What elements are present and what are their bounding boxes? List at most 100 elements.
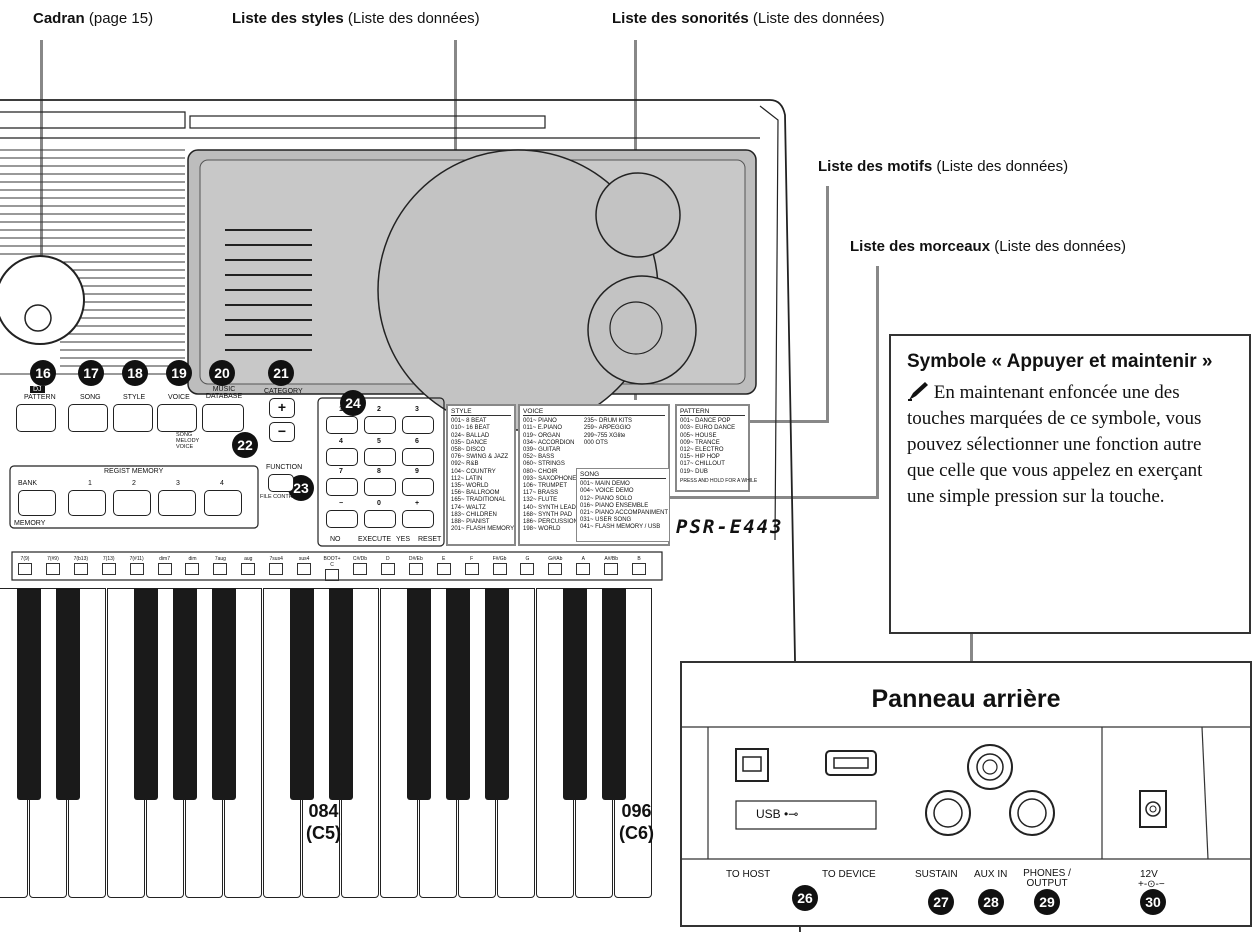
- keypad-button[interactable]: [364, 510, 396, 528]
- keypad-button[interactable]: [402, 478, 434, 496]
- rear-panel: Panneau arrière USB •⊸ TO HOST TO DEVICE…: [680, 661, 1252, 927]
- badge-24: 24: [340, 390, 366, 416]
- category-minus-button[interactable]: −: [269, 422, 295, 442]
- black-key[interactable]: [173, 588, 197, 800]
- list-item: 012~ PIANO SOLO: [580, 495, 633, 502]
- black-key[interactable]: [17, 588, 41, 800]
- keypad-button[interactable]: [402, 416, 434, 434]
- list-item: 186~ PERCUSSION: [523, 519, 578, 526]
- chord-fingering-icon: [548, 563, 563, 575]
- chord-fingering-icon: [241, 563, 256, 575]
- chord-cell: C#/Db: [351, 556, 369, 578]
- black-key[interactable]: [446, 588, 470, 800]
- black-key[interactable]: [212, 588, 236, 800]
- chord-label: sus4: [298, 556, 310, 562]
- keypad-label: 7: [339, 468, 343, 475]
- chord-fingering-icon: [213, 563, 228, 575]
- list-item: 060~ STRINGS: [523, 461, 565, 468]
- voice-button[interactable]: [157, 404, 197, 432]
- chord-label: A#/Bb: [604, 556, 618, 562]
- chord-fingering-icon: [576, 563, 591, 575]
- chord-cell: D#/Eb: [407, 556, 425, 578]
- reg-3-button[interactable]: [158, 490, 196, 516]
- list-item: 052~ BASS: [523, 454, 555, 461]
- power-label: 12V: [1140, 869, 1158, 880]
- chord-label: A: [581, 556, 585, 562]
- dj-label: DJ: [30, 386, 45, 393]
- chord-cell: B: [630, 556, 648, 578]
- chord-label: 7(b13): [73, 556, 89, 562]
- list-item: 024~ BALLAD: [451, 432, 490, 439]
- leader-rear: [970, 634, 973, 662]
- press-hold-note: PRESS AND HOLD FOR A WHILE: [680, 477, 758, 484]
- chord-cell: D: [379, 556, 397, 578]
- voice-list-header: VOICE: [523, 408, 665, 417]
- list-item: 035~ DANCE: [451, 439, 488, 446]
- function-label: FUNCTION: [266, 464, 303, 471]
- chord-cell: 7(b13): [72, 556, 90, 578]
- keypad-button[interactable]: [326, 478, 358, 496]
- function-button[interactable]: [268, 474, 294, 492]
- keypad-button[interactable]: [326, 416, 358, 434]
- keypad-button[interactable]: [364, 448, 396, 466]
- rear-panel-drawing: [682, 726, 1250, 860]
- black-key[interactable]: [56, 588, 80, 800]
- callout-cadran: Cadran (page 15): [33, 10, 154, 27]
- voice-label: VOICE: [168, 394, 190, 401]
- chord-fingering-icon: [325, 569, 340, 581]
- list-item: 003~ EURO DANCE: [680, 425, 736, 432]
- chord-fingering-icon: [492, 563, 507, 575]
- chord-fingering-icon: [352, 563, 367, 575]
- music-database-button[interactable]: [202, 404, 244, 432]
- reg-4-button[interactable]: [204, 490, 242, 516]
- list-item: 135~ WORLD: [451, 483, 489, 490]
- list-item: 017~ CHILLOUT: [680, 461, 725, 468]
- chord-cell: F: [463, 556, 481, 578]
- list-item: 198~ WORLD: [523, 526, 561, 533]
- black-key[interactable]: [407, 588, 431, 800]
- usb-icon: •⊸: [784, 807, 799, 821]
- reg-2-button[interactable]: [113, 490, 151, 516]
- reg-1-button[interactable]: [68, 490, 106, 516]
- keypad-button[interactable]: [364, 416, 396, 434]
- pattern-button[interactable]: [16, 404, 56, 432]
- to-device-label: TO DEVICE: [822, 869, 876, 880]
- black-key[interactable]: [329, 588, 353, 800]
- black-key[interactable]: [563, 588, 587, 800]
- keypad-label: −: [339, 500, 344, 507]
- keypad-button[interactable]: [326, 510, 358, 528]
- chord-fingering-icon: [297, 563, 312, 575]
- chord-cell: 7(9): [16, 556, 34, 578]
- black-key[interactable]: [290, 588, 314, 800]
- badge-18: 18: [122, 360, 148, 386]
- keypad-button[interactable]: [364, 478, 396, 496]
- category-plus-button[interactable]: +: [269, 398, 295, 418]
- keypad-button[interactable]: [402, 448, 434, 466]
- song-list-header: SONG: [580, 471, 666, 480]
- chord-label: D: [386, 556, 390, 562]
- black-key[interactable]: [485, 588, 509, 800]
- style-button[interactable]: [113, 404, 153, 432]
- list-item: 235~ DRUM KITS: [583, 418, 633, 425]
- song-button[interactable]: [68, 404, 108, 432]
- list-item: 031~ USER SONG: [580, 517, 632, 524]
- badge-16: 16: [30, 360, 56, 386]
- badge-22: 22: [232, 432, 258, 458]
- list-item: 188~ PIANIST: [451, 519, 490, 526]
- key-note-084: 084(C5): [306, 801, 341, 843]
- reg-2-label: 2: [132, 480, 136, 487]
- chord-cell: 7(#11): [128, 556, 146, 578]
- chord-fingering-icon: [269, 563, 284, 575]
- keypad-label: 9: [415, 468, 419, 475]
- chord-fingering-icon: [129, 563, 144, 575]
- keypad-button[interactable]: [402, 510, 434, 528]
- black-key[interactable]: [602, 588, 626, 800]
- press-hold-symbol-box: Symbole « Appuyer et maintenir » En main…: [889, 334, 1251, 634]
- keypad-button[interactable]: [326, 448, 358, 466]
- chord-label: F: [470, 556, 474, 562]
- list-item: 039~ GUITAR: [523, 447, 561, 454]
- bank-button[interactable]: [18, 490, 56, 516]
- keypad-label: 2: [377, 406, 381, 413]
- black-key[interactable]: [134, 588, 158, 800]
